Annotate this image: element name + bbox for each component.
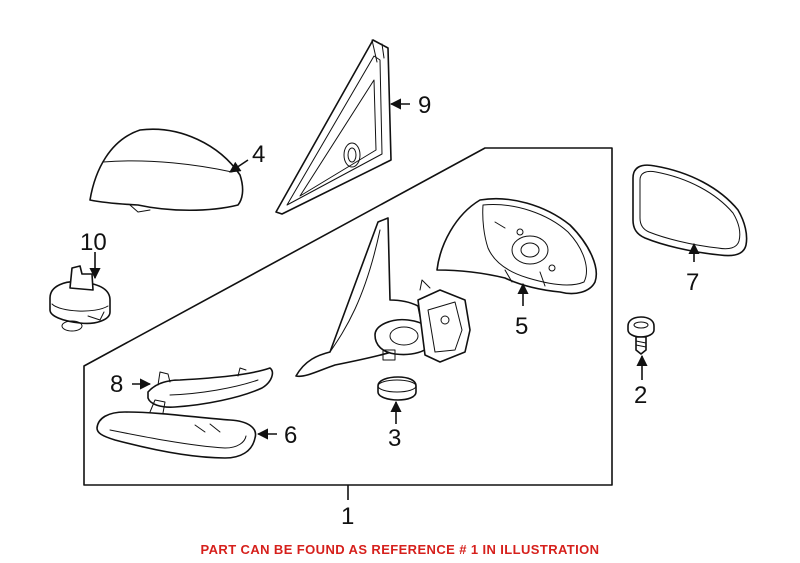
callout-4: 4	[252, 141, 265, 168]
part-4-mirror-cap	[89, 128, 244, 213]
callout-9: 9	[418, 92, 431, 119]
part-6-lower-cover	[96, 399, 257, 459]
part-8-turn-signal	[147, 367, 274, 408]
part-9-mirror-base	[275, 39, 392, 215]
callout-8: 8	[110, 371, 123, 398]
callout-6: 6	[284, 422, 297, 449]
callout-5: 5	[515, 313, 528, 340]
callout-10: 10	[80, 229, 107, 256]
reference-caption: PART CAN BE FOUND AS REFERENCE # 1 IN IL…	[200, 542, 600, 557]
leader-lines	[89, 98, 700, 500]
part-5-mirror-housing	[436, 197, 597, 295]
part-10-sensor	[49, 265, 111, 332]
callout-1: 1	[341, 503, 354, 530]
callout-3: 3	[388, 425, 401, 452]
part-2-screw	[627, 316, 655, 355]
part-3-cap	[377, 376, 417, 401]
callout-7: 7	[686, 269, 699, 296]
callout-2: 2	[634, 382, 647, 409]
part-7-mirror-glass	[632, 164, 748, 257]
mirror-base-actuator	[295, 217, 471, 378]
assembly-boundary	[83, 147, 613, 486]
